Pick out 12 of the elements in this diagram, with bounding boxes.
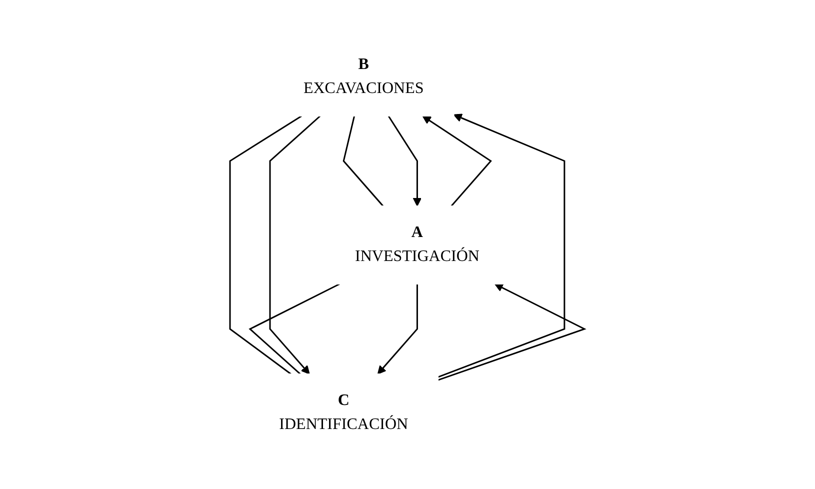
node-text: C IDENTIFICACIÓN (279, 391, 408, 432)
connector (343, 115, 384, 206)
arrow (378, 284, 418, 374)
connector (248, 282, 340, 374)
arrow (438, 113, 566, 378)
node-text: A INVESTIGACIÓN (355, 223, 480, 264)
arrow (438, 283, 587, 380)
arrow (270, 114, 321, 374)
connector (230, 114, 302, 374)
node-text: B EXCAVACIONES (304, 56, 424, 96)
arrow (388, 115, 422, 206)
arrow (422, 115, 492, 206)
